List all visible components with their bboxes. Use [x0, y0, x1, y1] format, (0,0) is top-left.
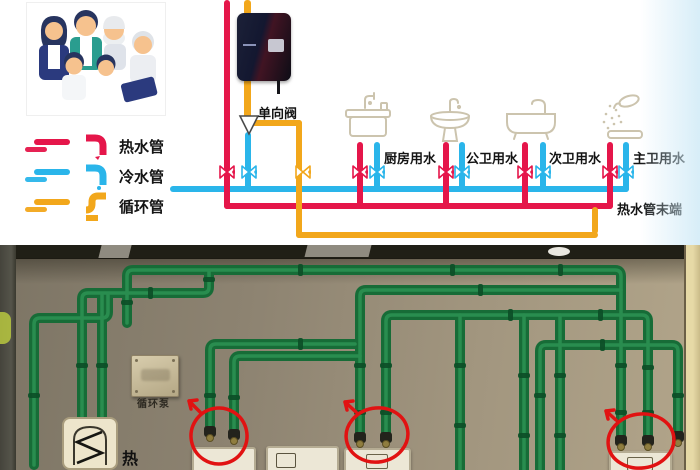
hot-pipe-icon [86, 134, 107, 160]
plate-engraving [141, 369, 170, 381]
cold-riser-left [245, 132, 251, 192]
check-valve-label: 单向阀 [258, 107, 298, 122]
installation-photo: 循环泵 热 [0, 245, 700, 470]
legend-dash-hot-2 [25, 147, 47, 152]
circ-main-line [296, 232, 598, 238]
hot-riser-kitchen [357, 142, 363, 209]
cold-riser-public [459, 142, 465, 192]
highlight-annotations [187, 398, 676, 470]
pump-label: 循环泵 [137, 399, 170, 410]
legend-label-circulation: 循环管 [119, 198, 165, 216]
green-pipe-network [28, 264, 684, 470]
diagram-edge-tint [640, 0, 700, 245]
valve-cold-public [454, 165, 470, 179]
washbasin-icon [430, 97, 470, 142]
shower-icon [602, 94, 643, 139]
circ-pipe-pump-out [244, 79, 251, 119]
cold-pipe-icon [86, 164, 107, 190]
cold-riser-kitchen [374, 142, 380, 192]
kitchen-sink-icon [345, 92, 391, 137]
circulation-pipe-icon [85, 192, 106, 221]
fixture-label-second-bathroom: 次卫用水 [549, 152, 602, 167]
hot-riser-master [607, 142, 613, 209]
outlet-box-2-drawing [276, 453, 296, 468]
pipe-end-fittings [204, 426, 684, 451]
ceiling-fixture [548, 247, 570, 256]
pump-display [268, 39, 284, 52]
valve-hot-master [602, 165, 618, 179]
highlight-circle-1 [189, 406, 249, 466]
valve-cold-second [535, 165, 551, 179]
legend-dash-cold-2 [25, 177, 47, 182]
highlight-circle-2 [344, 406, 410, 464]
heater-label: 热 [122, 449, 139, 468]
fixture-label-kitchen: 厨房用水 [384, 152, 437, 167]
door-frame [684, 245, 700, 470]
left-wall-edge [0, 245, 16, 470]
fixture-label-public-bathroom: 公卫用水 [466, 152, 519, 167]
water-heater-box [62, 417, 118, 470]
circulation-pump-device [237, 13, 291, 94]
circ-branch [250, 120, 302, 126]
piping-schematic: 热水管 冷水管 循环管 [25, 0, 700, 245]
valve-cold-kitchen [369, 165, 385, 179]
cold-riser-second [540, 142, 546, 192]
hot-supply-riser [224, 0, 230, 209]
check-valve-icon [238, 115, 260, 136]
family-illustration [26, 2, 166, 116]
legend-dash-circ [34, 199, 70, 205]
pump-power-cord [277, 80, 280, 94]
valve-cold-left [241, 165, 257, 179]
hot-riser-second [522, 142, 528, 209]
circ-return-elbow [592, 207, 598, 234]
pump-name-plate [131, 355, 179, 397]
light-leak [0, 312, 11, 344]
valve-circulation [295, 165, 311, 179]
legend-label-hot: 热水管 [119, 138, 165, 156]
hot-riser-public [443, 142, 449, 209]
highlight-circle-3 [606, 412, 676, 470]
valve-hot-supply [219, 165, 235, 179]
cold-riser-master [623, 142, 629, 192]
valve-cold-master [618, 165, 634, 179]
outlet-box-2 [266, 446, 339, 470]
valve-hot-kitchen [352, 165, 368, 179]
outlet-box-4-drawing [627, 457, 653, 470]
legend-dash-hot [34, 139, 70, 145]
valve-hot-public [438, 165, 454, 179]
outlet-box-3 [344, 448, 411, 470]
hot-main-line [224, 203, 613, 209]
pump-logo [243, 44, 256, 46]
legend-label-cold: 冷水管 [119, 168, 165, 186]
bathtub-icon [506, 98, 556, 140]
circ-pipe-top [244, 0, 251, 15]
legend-dash-cold [34, 169, 70, 175]
cold-main-line [170, 186, 629, 192]
valve-hot-second [517, 165, 533, 179]
circ-drop [296, 120, 302, 238]
legend-dash-circ-2 [25, 207, 47, 212]
